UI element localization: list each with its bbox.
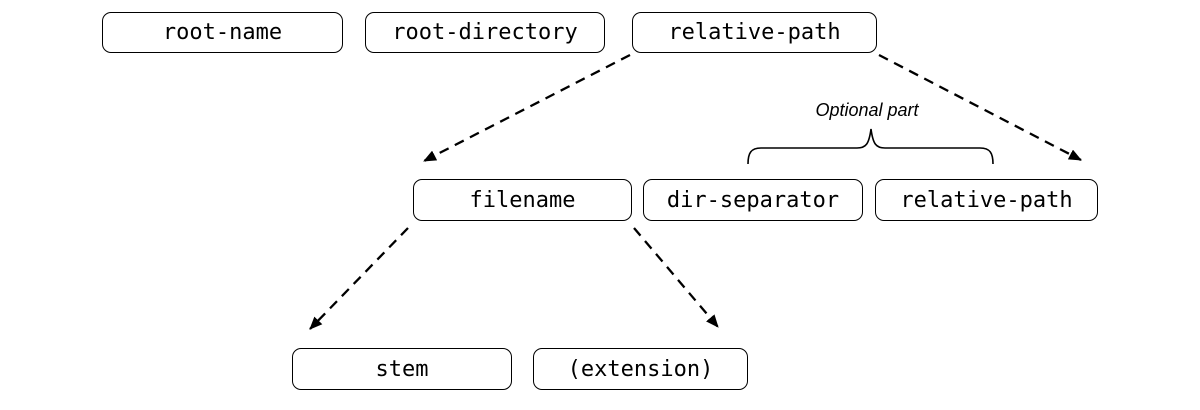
optional-part-brace	[747, 128, 994, 165]
edge-filename-to-stem	[309, 227, 409, 330]
node-stem: stem	[292, 348, 512, 390]
node-extension-label: (extension)	[567, 356, 714, 382]
edge-relativepath-to-filename	[423, 53, 631, 163]
node-relative-path-child-label: relative-path	[900, 187, 1073, 213]
node-root-directory: root-directory	[365, 12, 605, 53]
node-relative-path-child: relative-path	[875, 179, 1098, 221]
node-relative-path-top-label: relative-path	[668, 20, 841, 45]
node-dir-separator: dir-separator	[643, 179, 863, 221]
optional-part-label: Optional part	[815, 100, 919, 120]
node-filename: filename	[413, 179, 632, 221]
node-root-name-label: root-name	[162, 20, 283, 45]
node-filename-label: filename	[469, 187, 576, 213]
node-root-directory-label: root-directory	[392, 20, 578, 45]
edge-filename-to-extension	[633, 227, 719, 328]
node-root-name: root-name	[102, 12, 343, 53]
node-stem-label: stem	[375, 356, 429, 382]
node-relative-path-top: relative-path	[632, 12, 877, 53]
node-extension: (extension)	[533, 348, 748, 390]
node-dir-separator-label: dir-separator	[666, 187, 840, 213]
